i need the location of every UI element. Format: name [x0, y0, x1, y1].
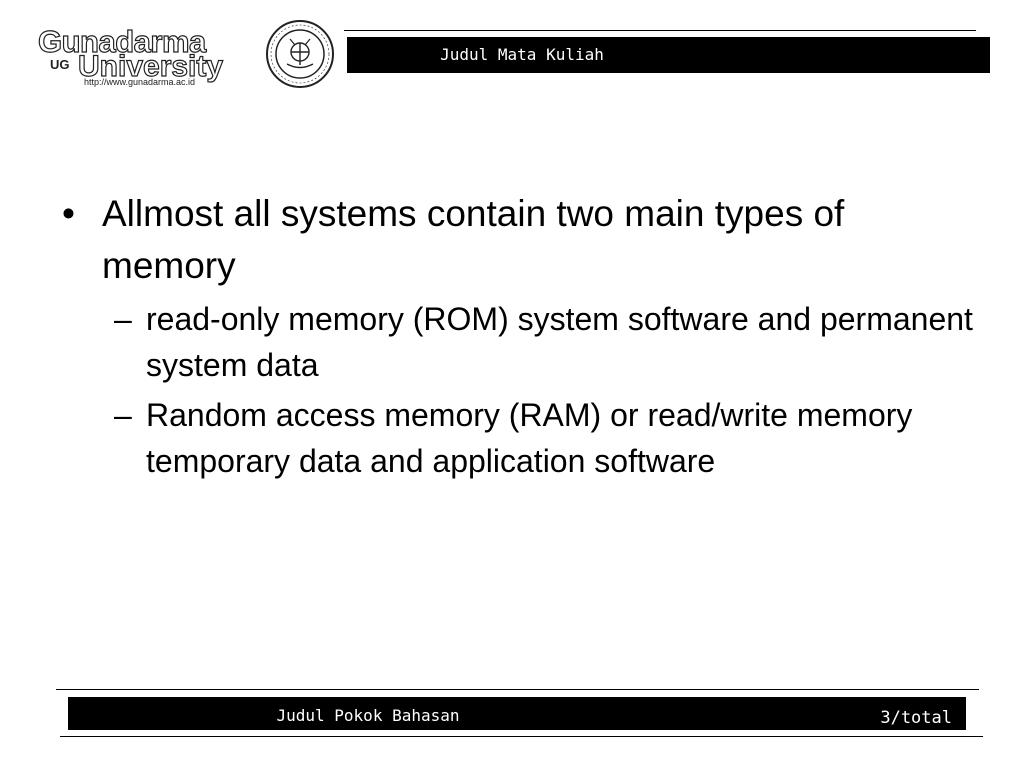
logo-university: University: [77, 50, 224, 83]
logo-url: http://www.gunadarma.ac.id: [84, 77, 196, 87]
logo-name: Gunadarma: [37, 24, 206, 59]
university-seal-icon: [266, 20, 334, 88]
page-number: 3/total: [880, 708, 952, 728]
dash-marker: –: [114, 301, 132, 337]
footer-top-rule: [56, 689, 979, 690]
slide-content: • Allmost all systems contain two main t…: [62, 188, 982, 484]
course-title: Judul Mata Kuliah: [440, 45, 604, 64]
footer-bottom-rule: [60, 736, 983, 737]
sub-bullet-item: – Random access memory (RAM) or read/wri…: [62, 392, 982, 484]
sub-bullet-item: – read-only memory (ROM) system software…: [62, 296, 982, 388]
logo-wordmark: Gunadarma UG University http://www.gunad…: [36, 22, 266, 87]
bullet-marker: •: [62, 193, 75, 234]
header-top-rule: [344, 30, 976, 31]
logo-ug: UG: [50, 57, 70, 72]
header-bar: Judul Mata Kuliah: [347, 37, 990, 73]
dash-marker: –: [114, 397, 132, 433]
bullet-item: • Allmost all systems contain two main t…: [62, 188, 982, 292]
topic-title: Judul Pokok Bahasan: [276, 706, 460, 725]
footer-bar: Judul Pokok Bahasan 3/total: [68, 697, 966, 730]
university-logo: Gunadarma UG University http://www.gunad…: [36, 20, 341, 88]
bullet-text: Allmost all systems contain two main typ…: [102, 193, 845, 286]
sub-bullet-text: Random access memory (RAM) or read/write…: [146, 397, 913, 479]
sub-bullet-text: read-only memory (ROM) system software a…: [146, 301, 973, 383]
